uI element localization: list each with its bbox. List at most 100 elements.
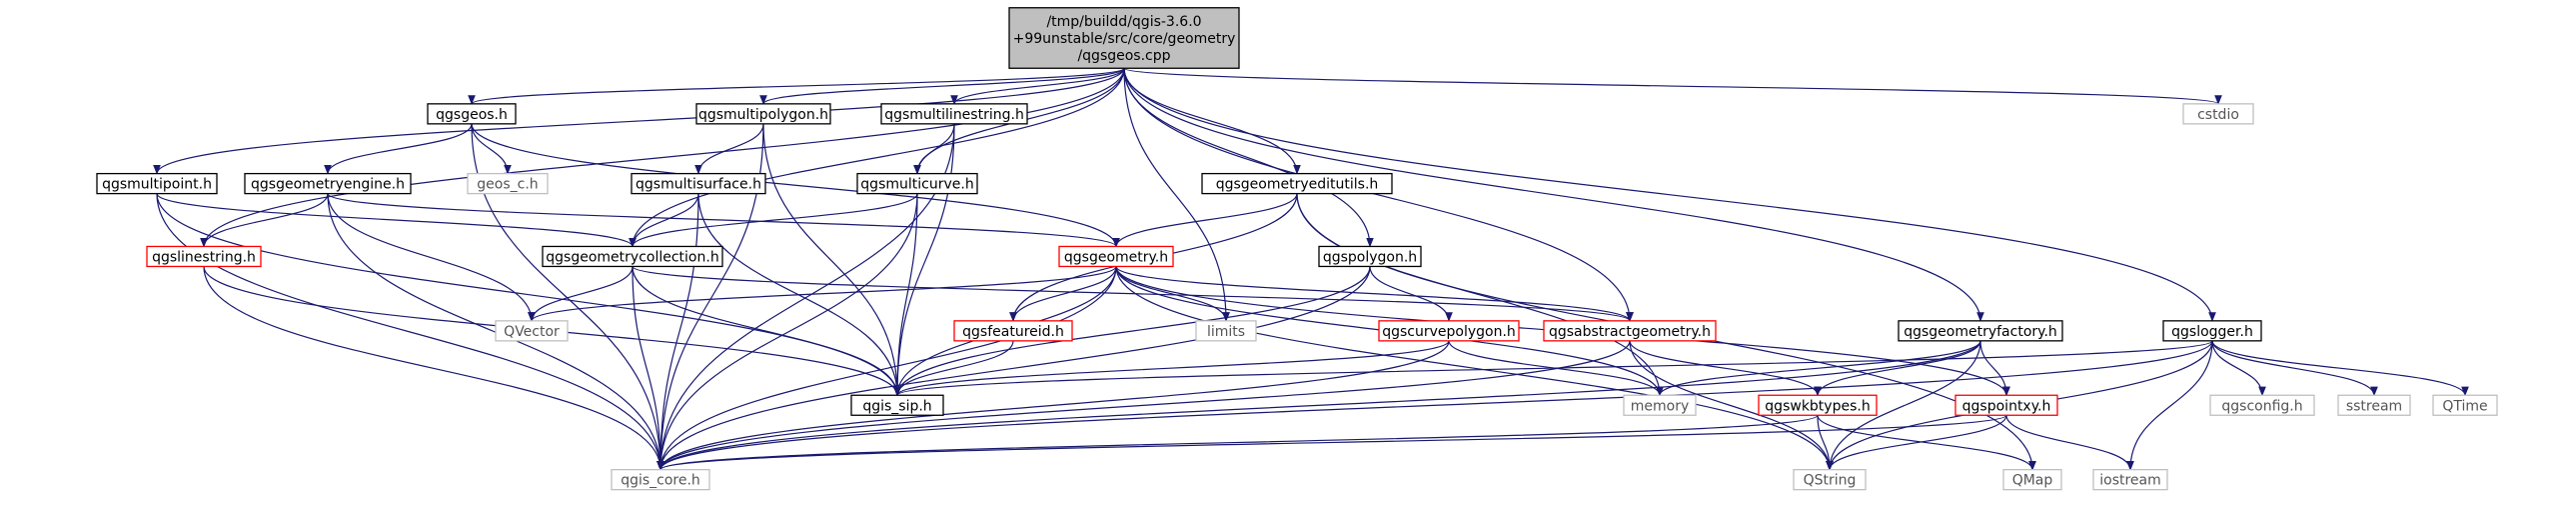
node-qgslogger-h[interactable]: qgslogger.h: [2162, 320, 2262, 342]
edge-qgsgeometry_h-to-qgsfeatureid_h: [1009, 266, 1117, 322]
edge-qgsgeometry_h-to-QVector: [528, 265, 1117, 322]
node-root[interactable]: /tmp/buildd/qgis-3.6.0+99unstable/src/co…: [1008, 7, 1240, 69]
node-box: [2182, 103, 2254, 125]
edge-qgswkbtypes_h-to-qgis_core_h: [656, 414, 1819, 471]
edge-root-to-qgsgeometryeditutils_h: [1123, 68, 1301, 175]
node-qgsgeos-h[interactable]: qgsgeos.h: [427, 103, 517, 125]
node-qgsmultilinestring-h[interactable]: qgsmultilinestring.h: [880, 103, 1028, 125]
node-box: [2432, 394, 2498, 416]
edge-qgsabstractgeometry_h-to-QString: [1629, 340, 1834, 471]
node-label: +99unstable/src/core/geometry: [1013, 31, 1236, 47]
edge-root-to-cstdio: [1123, 67, 2222, 105]
node-qgsgeometryeditutils-h[interactable]: qgsgeometryeditutils.h: [1201, 172, 1393, 195]
node-qgslinestring-h[interactable]: qgslinestring.h: [146, 245, 262, 268]
node-label: qgsgeometryeditutils.h: [1216, 177, 1379, 193]
node-QString: QString: [1793, 468, 1867, 491]
node-label: qgsgeometry.h: [1064, 249, 1168, 265]
node-box: [631, 172, 766, 195]
node-label: qgis_sip.h: [862, 398, 931, 414]
node-box: [1201, 172, 1393, 195]
edge-qgsmultisurface_h-to-qgis_core_h: [656, 193, 699, 471]
node-box: [244, 172, 412, 195]
node-label: qgsgeometrycollection.h: [546, 249, 718, 265]
node-qgsabstractgeometry-h[interactable]: qgsabstractgeometry.h: [1543, 320, 1717, 342]
node-sstream: sstream: [2337, 394, 2411, 416]
node-label: limits: [1207, 324, 1245, 340]
edge-qgsgeometrycollection_h-to-qgis_core_h: [632, 266, 664, 471]
node-qgsmultisurface-h[interactable]: qgsmultisurface.h: [631, 172, 766, 195]
node-qgsgeometry-h[interactable]: qgsgeometry.h: [1058, 245, 1174, 268]
edge-qgsgeometryeditutils_h-to-memory: [1296, 193, 1664, 397]
edge-qgsgeometryfactory_h-to-qgis_core_h: [656, 340, 1981, 471]
node-label: sstream: [2346, 398, 2402, 414]
edge-qgspolygon_h-to-qgis_core_h: [656, 266, 1371, 471]
edge-qgspointxy_h-to-qgis_core_h: [656, 414, 2007, 471]
edge-qgspointxy_h-to-iostream: [2005, 415, 2134, 471]
edge-qgsmulticurve_h-to-qgsgeometrycollection_h: [629, 193, 918, 248]
edge-root-to-qgslinestring_h: [200, 68, 1125, 248]
edge-qgsfeatureid_h-to-qgis_sip_h: [893, 340, 1014, 397]
edge-qgslogger_h-to-qgis_core_h: [656, 340, 2213, 471]
node-box: [1898, 320, 2063, 342]
node-label: qgsgeometryfactory.h: [1904, 324, 2057, 340]
node-qgscurvepolygon-h[interactable]: qgscurvepolygon.h: [1378, 320, 1520, 342]
edge-qgsgeometrycollection_h-to-qgsabstractgeometry_h: [632, 265, 1634, 322]
node-box: [1058, 245, 1174, 268]
node-box: [542, 245, 723, 268]
node-box: [1793, 468, 1867, 491]
edge-qgsgeometryfactory_h-to-qgswkbtypes_h: [1814, 340, 1981, 397]
node-qgsmultipolygon-h[interactable]: qgsmultipolygon.h: [695, 103, 831, 125]
node-box: [695, 103, 831, 125]
edge-root-to-limits: [1123, 68, 1230, 322]
edge-qgslogger_h-to-qgsconfig_h: [2211, 340, 2266, 397]
edge-qgsmultipoint_h-to-qgis_sip_h: [156, 193, 901, 397]
node-box: [2162, 320, 2262, 342]
edge-qgsmultilinestring_h-to-qgsmulticurve_h: [913, 123, 955, 175]
node-label: iostream: [2099, 473, 2161, 489]
node-label: QVector: [504, 324, 560, 340]
node-box: [953, 320, 1073, 342]
node-qgswkbtypes-h[interactable]: qgswkbtypes.h: [1758, 394, 1878, 416]
edge-qgsmultipoint_h-to-qgis_core_h: [156, 193, 664, 471]
edge-qgslogger_h-to-sstream: [2211, 340, 2378, 397]
node-label: geos_c.h: [477, 177, 538, 193]
edge-qgspolygon_h-to-qgscurvepolygon_h: [1369, 266, 1453, 322]
node-label: qgsfeatureid.h: [962, 324, 1064, 340]
edge-qgsgeometrycollection_h-to-QVector: [528, 266, 634, 322]
node-cstdio: cstdio: [2182, 103, 2254, 125]
node-qgsgeometryengine-h[interactable]: qgsgeometryengine.h: [244, 172, 412, 195]
node-box: [495, 320, 569, 342]
node-qgis-sip-h[interactable]: qgis_sip.h: [850, 394, 944, 416]
edge-root-to-qgspolygon_h: [1123, 68, 1374, 248]
node-box: [856, 172, 978, 195]
node-qgis-core-h: qgis_core.h: [611, 468, 710, 491]
node-label: qgsmultipoint.h: [102, 177, 212, 193]
node-qgspointxy-h[interactable]: qgspointxy.h: [1954, 394, 2058, 416]
node-qgsmultipoint-h[interactable]: qgsmultipoint.h: [96, 172, 218, 195]
node-label: memory: [1631, 398, 1690, 414]
node-label: qgis_core.h: [621, 473, 700, 489]
node-box: [1008, 7, 1240, 69]
edge-qgsgeometryfactory_h-to-qgspointxy_h: [1979, 340, 2010, 397]
node-box: [146, 245, 262, 268]
edge-qgswkbtypes_h-to-QMap: [1817, 415, 2036, 471]
node-box: [611, 468, 710, 491]
node-qgsgeometrycollection-h[interactable]: qgsgeometrycollection.h: [542, 245, 723, 268]
edge-qgscurvepolygon_h-to-qgis_sip_h: [893, 340, 1450, 397]
node-qgspolygon-h[interactable]: qgspolygon.h: [1318, 245, 1422, 268]
node-label: /qgsgeos.cpp: [1077, 48, 1170, 64]
node-label: qgslinestring.h: [152, 249, 256, 265]
edge-root-to-qgsmultipoint_h: [153, 68, 1125, 175]
node-qgsmulticurve-h[interactable]: qgsmulticurve.h: [856, 172, 978, 195]
node-label: qgsmultisurface.h: [636, 177, 761, 193]
edge-root-to-qgsabstractgeometry_h: [1123, 68, 1634, 322]
node-iostream: iostream: [2092, 468, 2168, 491]
edge-qgsgeometryeditutils_h-to-qgsgeometry_h: [1112, 193, 1298, 248]
node-qgsgeometryfactory-h[interactable]: qgsgeometryfactory.h: [1898, 320, 2063, 342]
node-geos-c-h: geos_c.h: [467, 172, 549, 195]
node-qgsfeatureid-h[interactable]: qgsfeatureid.h: [953, 320, 1073, 342]
edge-qgsgeometrycollection_h-to-qgis_sip_h: [632, 266, 901, 397]
edge-root-to-qgsgeos_h: [468, 67, 1125, 105]
node-box: [1378, 320, 1520, 342]
edge-qgsgeos_h-to-qgsgeometry_h: [471, 123, 1120, 248]
